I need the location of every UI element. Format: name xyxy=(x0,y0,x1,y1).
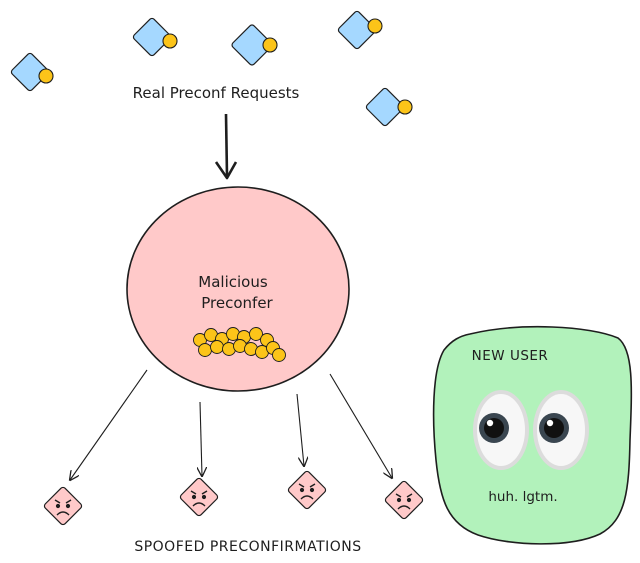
spoofed-token-1 xyxy=(43,486,83,526)
real-requests-label: Real Preconf Requests xyxy=(133,84,300,102)
angry-face-icon xyxy=(54,499,72,516)
request-token-1 xyxy=(10,52,54,92)
spoofed-token-3 xyxy=(287,470,327,510)
angry-face-icon xyxy=(190,490,208,507)
request-token-4 xyxy=(337,10,383,50)
malicious-label-line2: Preconfer xyxy=(201,294,273,312)
request-token-3 xyxy=(231,24,278,66)
request-token-2 xyxy=(132,17,178,57)
angry-face-icon xyxy=(298,483,316,500)
malicious-label-line1: Malicious xyxy=(198,273,268,291)
request-token-5 xyxy=(365,87,413,127)
spoofed-arrow-1 xyxy=(70,369,148,480)
spoofed-token-4 xyxy=(384,480,424,520)
new-user-label: NEW USER xyxy=(472,348,549,364)
spoofed-token-2 xyxy=(179,477,219,517)
malicious-preconfer-node xyxy=(126,186,350,392)
coin-pile-icon xyxy=(193,327,286,362)
user-reaction-label: huh. lgtm. xyxy=(488,489,557,505)
request-arrow xyxy=(214,113,238,180)
eyes-icon xyxy=(473,390,589,470)
spoofed-arrow-3 xyxy=(296,393,304,466)
spoofed-label: SPOOFED PRECONFIRMATIONS xyxy=(134,539,361,555)
spoofed-arrow-2 xyxy=(200,401,202,476)
new-user-node xyxy=(432,325,633,545)
spoofed-arrow-4 xyxy=(329,373,392,478)
angry-face-icon xyxy=(395,493,413,510)
